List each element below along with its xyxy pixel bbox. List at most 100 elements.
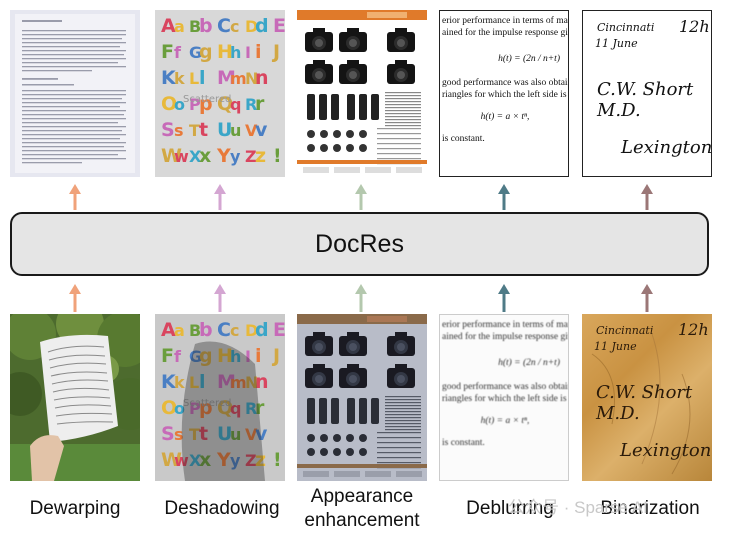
deblur-line: riangles for which the left side is a f xyxy=(442,394,569,404)
alphabet-letter: v xyxy=(255,119,268,141)
watermark-text: 公众号 · Sparse AI xyxy=(508,498,648,517)
alphabet-letter: P xyxy=(189,95,201,114)
signature-name: C.W. Short M.D. xyxy=(596,382,693,424)
signature-line: 11 June xyxy=(594,340,637,353)
deblur-line: riangles for which the left side is a f xyxy=(442,90,569,100)
alphabet-letter: ! xyxy=(273,449,282,471)
alphabet-letter: X xyxy=(189,451,202,470)
task-label-deblurring: Deblurring xyxy=(466,498,554,519)
alphabet-letter: A xyxy=(161,319,176,341)
alphabet-letter: x xyxy=(199,145,211,167)
alphabet-letter: g xyxy=(199,345,213,367)
deblur-line: erior performance in terms of maxi xyxy=(442,320,569,330)
alphabet-letter: N xyxy=(245,373,258,392)
alphabet-letter: I xyxy=(245,347,251,366)
lens-image xyxy=(371,94,379,120)
alphabet-letter: Z xyxy=(245,147,257,166)
output-arrow xyxy=(355,184,367,210)
alphabet-letter: k xyxy=(174,69,185,88)
signature-corner: 12h xyxy=(678,320,709,339)
output-arrow xyxy=(641,184,653,210)
signature-place: Lexington xyxy=(621,137,712,158)
docres-model-box: DocRes xyxy=(10,212,709,276)
alphabet-letter: s xyxy=(174,425,184,444)
alphabet-letter: w xyxy=(174,147,189,166)
alphabet-letter: q xyxy=(230,399,241,418)
alphabet-letter: z xyxy=(255,449,266,471)
alphabet-letter: k xyxy=(174,373,185,392)
alphabet-letter: C xyxy=(217,15,231,37)
alphabet-letter: L xyxy=(189,373,199,392)
alphabet-letter: B xyxy=(189,17,201,36)
camera-image xyxy=(305,60,333,84)
alphabet-letter: X xyxy=(189,147,202,166)
shadowed-alphabet-photo: AaBbCcDdEeFfGgHhIiJjKkLlMmNnOoPpQqRrSsTt… xyxy=(155,314,285,481)
alphabet-letter: o xyxy=(174,95,185,114)
deblur-formula: h(t) = a × tⁿ, xyxy=(480,416,530,426)
alphabet-letter: a xyxy=(174,17,185,36)
camera-image xyxy=(339,332,367,356)
deshadowed-alphabet-image: AaBbCcDdEeFfGgHhIiJjKkLlMmNnOoPpQqRrSsTt… xyxy=(155,10,285,177)
alphabet-letter: Q xyxy=(217,93,233,115)
dewarped-document-image xyxy=(10,10,140,177)
alphabet-letter: u xyxy=(230,121,241,140)
alphabet-letter: J xyxy=(271,345,280,367)
deblur-formula: h(t) = a × tⁿ, xyxy=(480,112,530,122)
alphabet-letter: r xyxy=(255,93,265,115)
blurred-text-photo: erior performance in terms of maxi ained… xyxy=(439,314,569,481)
alphabet-letter: q xyxy=(230,95,241,114)
alphabet-letter: G xyxy=(189,43,202,62)
alphabet-letter: d xyxy=(255,319,269,341)
alphabet-letter: S xyxy=(161,423,175,445)
camera-image xyxy=(387,364,415,388)
task-label-dewarping: Dewarping xyxy=(29,498,121,519)
alphabet-letter: o xyxy=(174,399,185,418)
alphabet-letter: F xyxy=(161,345,174,367)
alphabet-letter: L xyxy=(189,69,199,88)
task-label-binarization: Binarization xyxy=(600,498,700,519)
alphabet-watermark: Scattered xyxy=(183,94,231,105)
enhanced-catalog-image xyxy=(297,10,427,177)
alphabet-letter: T xyxy=(189,121,200,140)
signature-line: Cincinnati xyxy=(596,324,654,337)
alphabet-letter: U xyxy=(217,119,232,141)
alphabet-letter: O xyxy=(161,93,177,115)
alphabet-letter: f xyxy=(174,347,182,366)
alphabet-letter: l xyxy=(199,67,206,89)
alphabet-letter: I xyxy=(245,43,251,62)
alphabet-letter: P xyxy=(189,399,201,418)
alphabet-letter: c xyxy=(230,17,239,36)
alphabet-letter: S xyxy=(161,119,175,141)
alphabet-letter: s xyxy=(174,121,184,140)
alphabet-letter: D xyxy=(245,17,258,36)
alphabet-letter: a xyxy=(174,321,185,340)
alphabet-letter: y xyxy=(230,451,241,470)
alphabet-letter: f xyxy=(174,43,182,62)
lens-image xyxy=(359,94,367,120)
camera-image xyxy=(305,332,333,356)
alphabet-letter: W xyxy=(161,449,182,471)
output-arrow xyxy=(498,184,510,210)
signature-line: Cincinnati xyxy=(597,21,655,34)
alphabet-letter: D xyxy=(245,321,258,340)
deblur-line: ained for the impulse response given xyxy=(442,332,569,342)
alphabet-letter: E xyxy=(273,319,285,341)
alphabet-letter: p xyxy=(199,93,213,115)
deblur-line: good performance was also obtained f xyxy=(442,382,568,392)
alphabet-letter: b xyxy=(199,319,213,341)
alphabet-letter: K xyxy=(161,371,177,393)
input-arrow xyxy=(498,284,510,312)
alphabet-letter: l xyxy=(199,371,206,393)
alphabet-letter: B xyxy=(189,321,201,340)
docres-title: DocRes xyxy=(315,229,404,258)
deblurred-text-image: erior performance in terms of maxi ained… xyxy=(439,10,569,177)
alphabet-letter: V xyxy=(245,121,258,140)
input-arrow xyxy=(214,284,226,312)
lens-image xyxy=(307,398,315,424)
alphabet-letter: G xyxy=(189,347,202,366)
alphabet-letter: t xyxy=(199,423,208,445)
task-label-deshadowing: Deshadowing xyxy=(164,498,280,519)
binarized-signature-image: Cincinnati 11 June 12h C.W. Short M.D. L… xyxy=(582,10,712,177)
deblur-line: ained for the impulse response given xyxy=(442,28,569,38)
signature-line: 11 June xyxy=(595,37,638,50)
